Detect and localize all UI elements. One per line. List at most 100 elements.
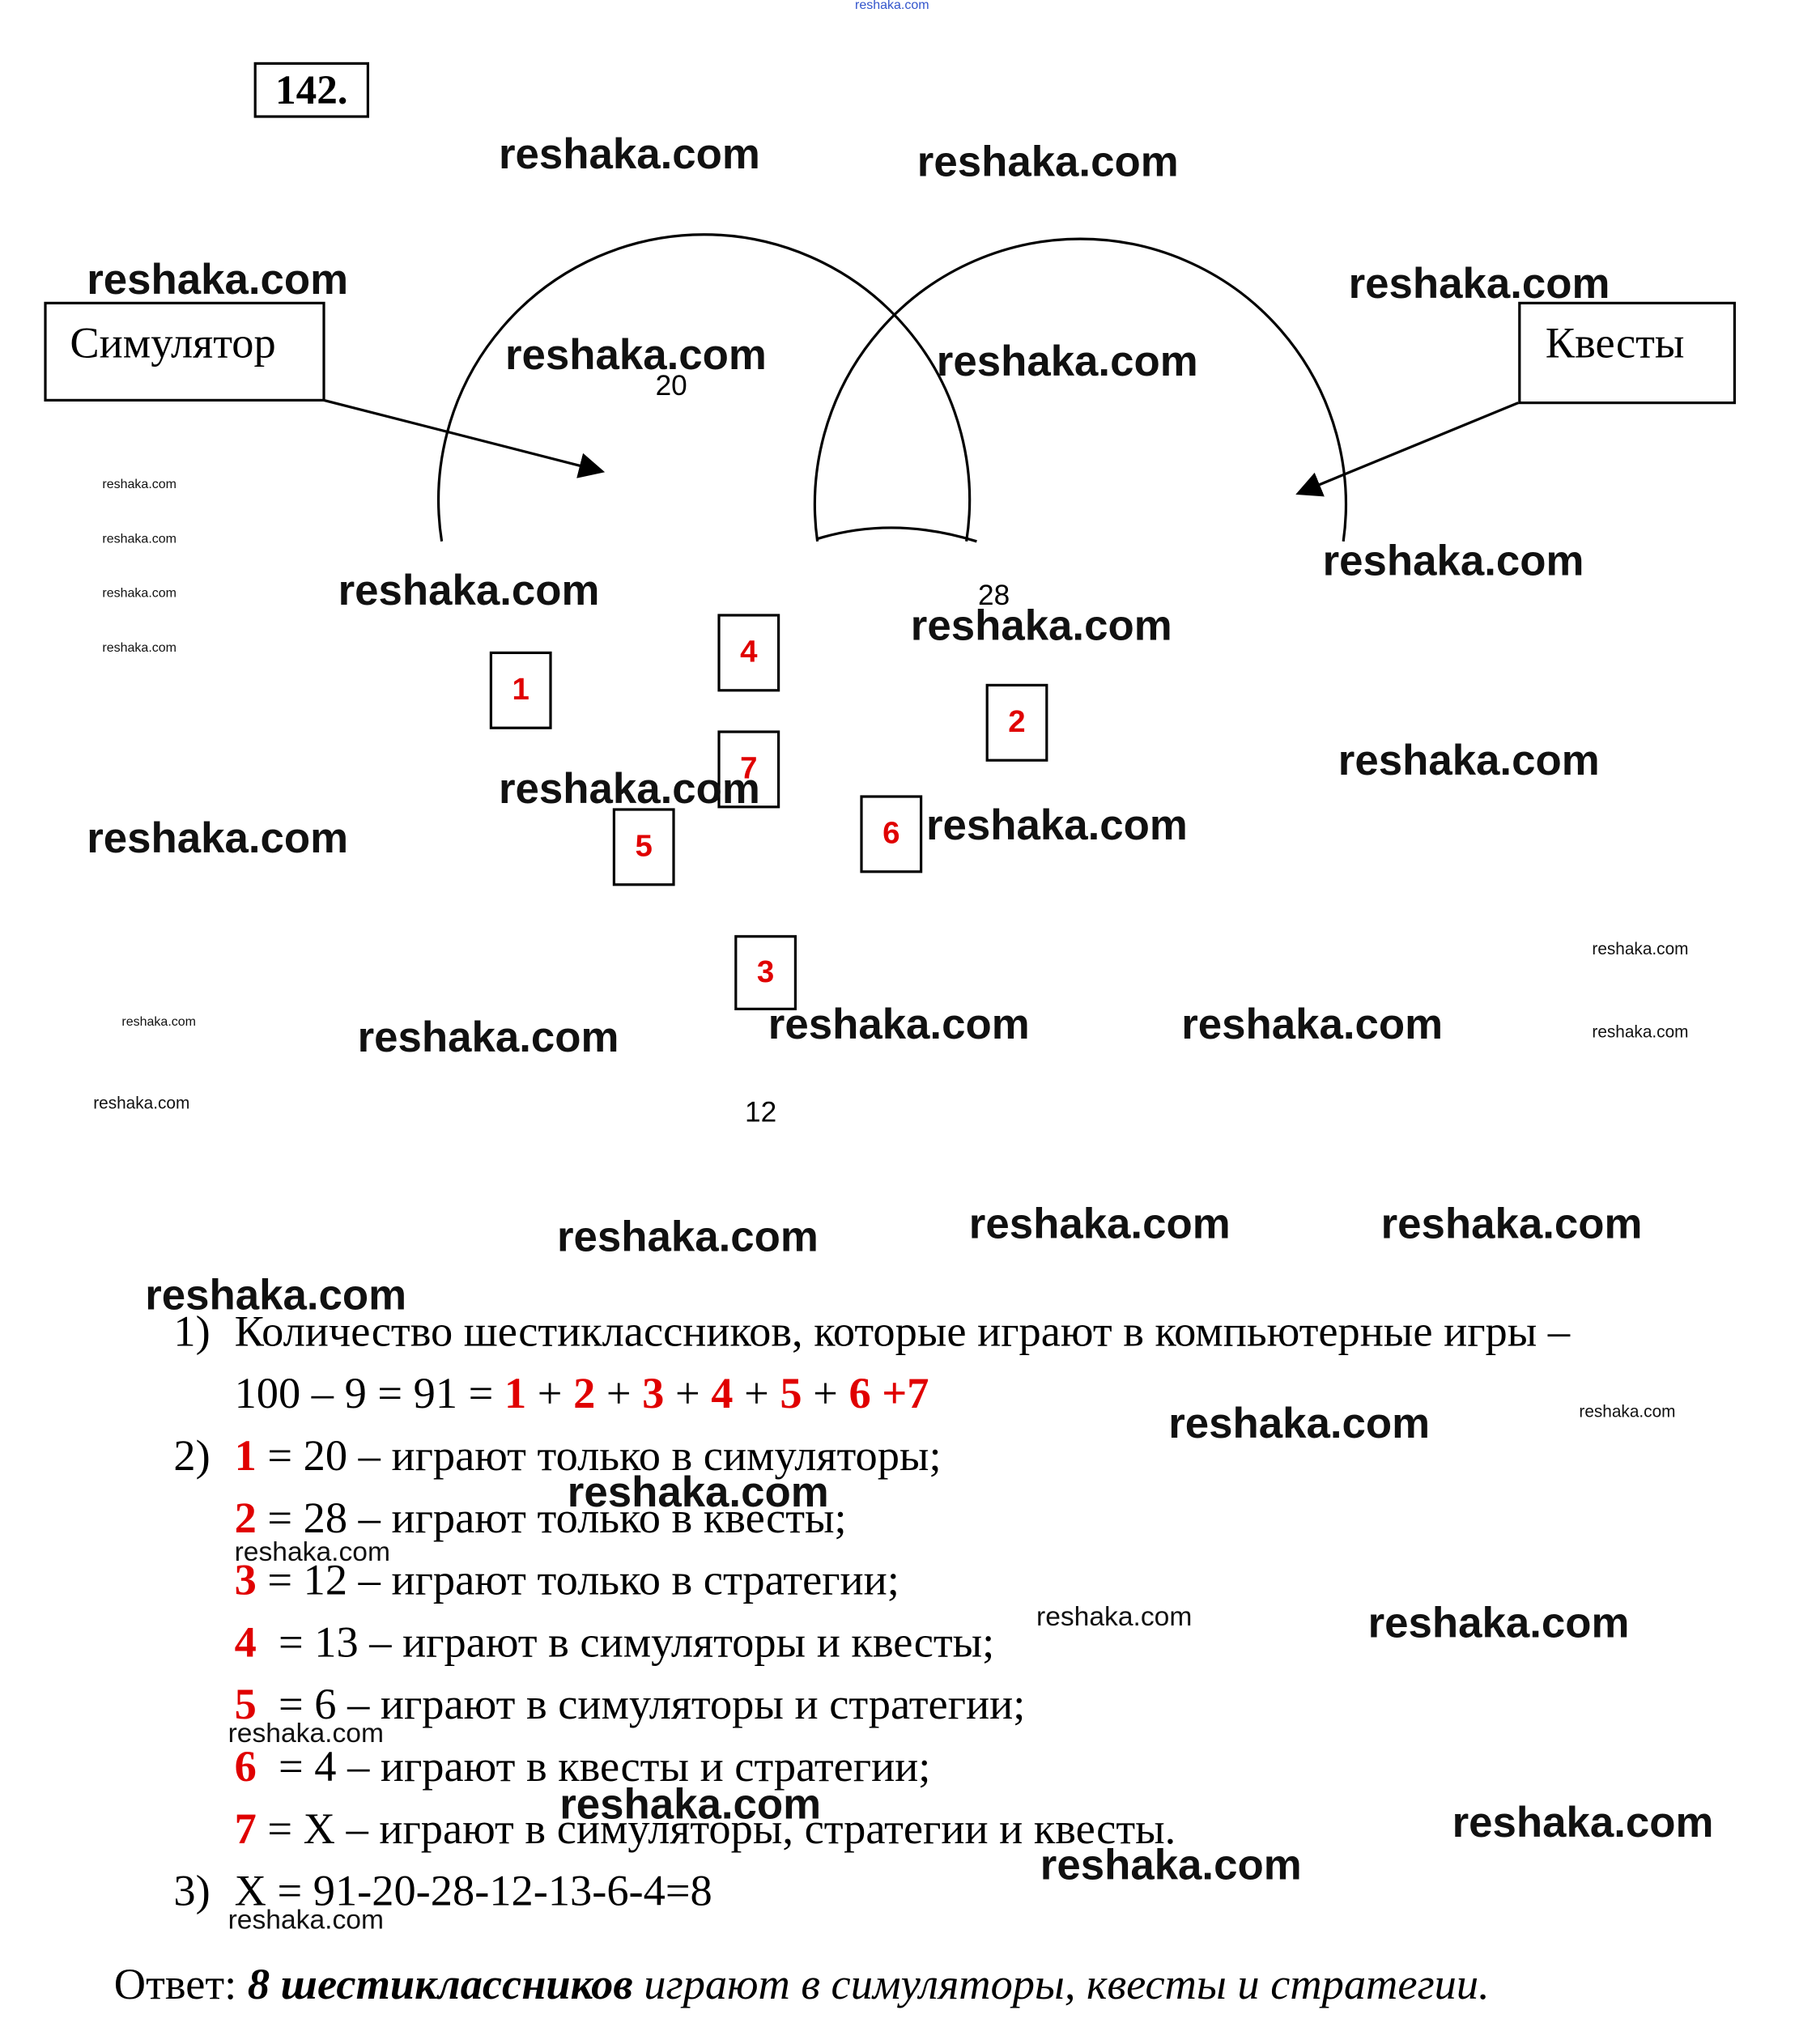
eq-op: + (537, 1370, 563, 1418)
eq-term: 6 (848, 1370, 871, 1418)
eq-term: +7 (882, 1370, 929, 1418)
step-text: Количество шестиклассников, которые игра… (234, 1308, 1571, 1357)
eq-term: 5 (780, 1370, 802, 1418)
step-3-text: X = 91-20-28-12-13-6-4=8 (234, 1868, 712, 1916)
region-item: 2 = 28 – играют только в квесты; (235, 1497, 847, 1541)
region-num: 6 (234, 1743, 257, 1791)
watermark: reshaka.com (499, 130, 760, 178)
watermark: reshaka.com (93, 1093, 190, 1113)
watermark: reshaka.com (567, 1467, 829, 1515)
watermark: reshaka.com (926, 800, 1188, 848)
watermark: reshaka.com (338, 566, 600, 614)
region-num: 3 (234, 1557, 257, 1605)
eq-term: 1 (504, 1370, 527, 1418)
region-3: 3 (734, 935, 797, 1010)
watermark: reshaka.com (234, 1537, 390, 1567)
watermark: reshaka.com (1592, 1022, 1689, 1042)
region-item: 3 = 12 – играют только в стратегии; (235, 1559, 900, 1603)
watermark: reshaka.com (768, 1000, 1030, 1048)
circle-strategies-arc (817, 526, 977, 543)
watermark: reshaka.com (102, 641, 176, 656)
watermark: reshaka.com (1181, 1000, 1444, 1048)
answer: Ответ: 8 шестиклассников играют в симуля… (113, 1961, 1490, 2009)
region-1: 1 (489, 651, 552, 729)
watermark: reshaka.com (1579, 1401, 1676, 1421)
watermark: reshaka.com (1592, 939, 1689, 958)
region-7: 7 (717, 730, 780, 809)
region-item: 5 = 6 – играют в симуляторы и стратегии; (234, 1681, 1026, 1729)
region-desc: = 13 – играют в симуляторы и квесты; (256, 1619, 995, 1668)
watermark: reshaka.com (1348, 259, 1610, 308)
step-number: 2) (173, 1432, 211, 1481)
watermark: reshaka.com (87, 813, 349, 861)
watermark: reshaka.com (559, 1779, 822, 1828)
watermark: reshaka.com (1367, 1598, 1630, 1647)
watermark: reshaka.com (1338, 735, 1600, 784)
region-desc: = 4 – играют в квесты и стратегии; (256, 1743, 931, 1791)
watermark: reshaka.com (1036, 1602, 1193, 1632)
region-num: 2 (234, 1494, 257, 1543)
label-box-quests: Квесты (1518, 301, 1736, 405)
watermark: reshaka.com (1040, 1840, 1302, 1889)
region-6: 6 (860, 795, 923, 873)
watermark: reshaka.com (228, 1905, 384, 1936)
watermark: reshaka.com (1452, 1797, 1714, 1846)
watermark: reshaka.com (102, 532, 176, 547)
watermark: reshaka.com (505, 330, 767, 379)
label-box-simulators: Симулятор (44, 301, 325, 402)
eq-term: 4 (711, 1370, 734, 1418)
label-simulators: Симулятор (70, 320, 276, 368)
answer-label: Ответ: (113, 1961, 248, 2009)
eq-op: + (674, 1370, 700, 1418)
region-desc: = 20 – играют только в симуляторы; (256, 1432, 942, 1481)
region-item: 1 = 20 – играют только в симуляторы; (234, 1432, 942, 1481)
eq-term: 2 (573, 1370, 596, 1418)
watermark: reshaka.com (121, 1015, 196, 1030)
eq-op: + (744, 1370, 769, 1418)
region-desc: = 28 – играют только в квесты; (256, 1494, 847, 1543)
watermark: reshaka.com (102, 586, 176, 601)
region-num: 1 (234, 1432, 257, 1481)
watermark: reshaka.com (1168, 1399, 1431, 1447)
count-strategies-only: 12 (745, 1095, 777, 1128)
region-item: 4 = 13 – играют в симуляторы и квесты; (235, 1621, 995, 1665)
eq-op: + (606, 1370, 632, 1418)
watermark: reshaka.com (1322, 536, 1584, 584)
problem-number-text: 142. (275, 66, 348, 113)
circle-simulators (437, 233, 972, 542)
watermark: reshaka.com (145, 1270, 407, 1319)
region-4: 4 (717, 614, 780, 692)
watermark: reshaka.com (917, 137, 1179, 185)
count-simulators-only: 20 (655, 369, 687, 402)
answer-bold: 8 шестиклассников (247, 1961, 633, 2009)
region-num: 4 (234, 1619, 257, 1668)
watermark: reshaka.com (936, 337, 1198, 385)
region-desc: = 12 – играют только в стратегии; (256, 1557, 900, 1605)
arrow-quests (1295, 402, 1519, 497)
answer-rest: играют в симуляторы, квесты и стратегии. (632, 1961, 1490, 2009)
eq-op: + (813, 1370, 838, 1418)
step-1-equation: 100 – 9 = 91 = 1 + 2 + 3 + 4 + 5 + 6 +7 (235, 1370, 929, 1418)
step-number: 1) (173, 1308, 211, 1357)
watermark: reshaka.com (499, 764, 760, 813)
circle-quests (813, 237, 1347, 542)
watermark: reshaka.com (557, 1212, 819, 1260)
count-quests-only: 28 (978, 579, 1010, 612)
region-desc: = 6 – играют в симуляторы и стратегии; (256, 1681, 1026, 1729)
region-num: 5 (234, 1681, 257, 1729)
region-5: 5 (612, 808, 675, 886)
watermark: reshaka.com (357, 1013, 619, 1061)
watermark: reshaka.com (968, 1199, 1231, 1247)
step-number: 3) (173, 1868, 211, 1916)
watermark: reshaka.com (855, 0, 929, 14)
watermark: reshaka.com (228, 1719, 384, 1749)
region-2: 2 (985, 683, 1048, 762)
eq-term: 3 (642, 1370, 665, 1418)
region-num: 7 (234, 1805, 257, 1854)
arrow-simulators (323, 398, 606, 478)
region-item: 7 = X – играют в симуляторы, стратегии и… (235, 1808, 1176, 1852)
watermark: reshaka.com (910, 601, 1172, 649)
label-quests: Квесты (1545, 320, 1685, 368)
